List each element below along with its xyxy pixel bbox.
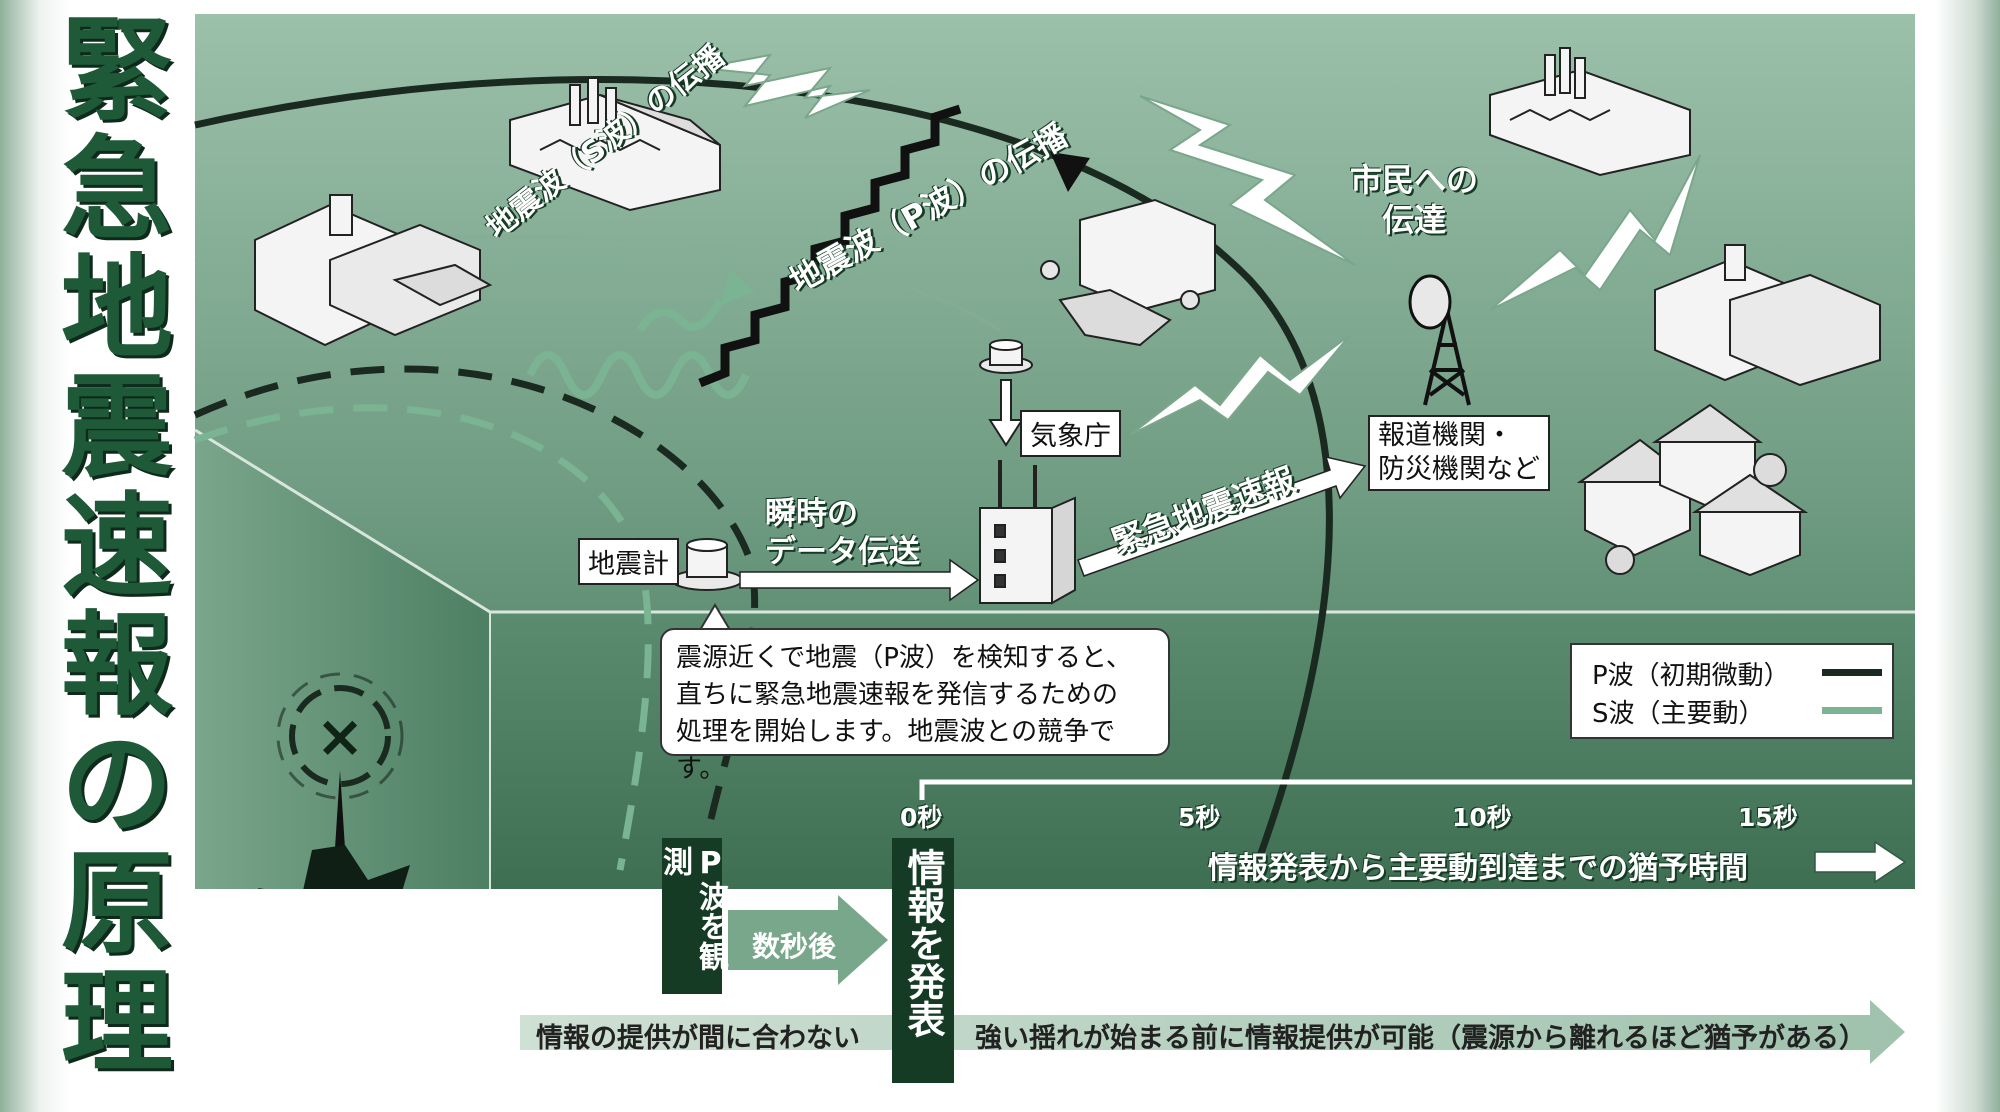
explanation-callout: 震源近くで地震（P波）を検知すると、 直ちに緊急地震速報を発信するための 処理を…	[660, 628, 1170, 784]
factory-icon	[509, 77, 721, 212]
p-wave-zigzag	[698, 104, 962, 388]
announce-box: 情報を発表	[892, 838, 954, 1083]
building-icon	[254, 194, 493, 347]
title-char: 緊	[61, 6, 173, 136]
callout-line1: 震源近くで地震（P波）を検知すると、	[676, 643, 1132, 673]
title-char: の	[61, 720, 173, 850]
grace-time-arrow	[1814, 840, 1907, 884]
citizens-label-line1: 市民への	[1350, 161, 1479, 199]
title-char: 速	[61, 482, 173, 612]
radio-tower-icon	[1408, 274, 1471, 406]
legend-p-wave-label: P波（初期微動）	[1592, 661, 1790, 691]
timeline-long-arrow	[520, 1000, 1905, 1064]
media-label-line2: 防災機関など	[1378, 454, 1540, 485]
building-icon	[1654, 244, 1881, 387]
title-char: 急	[61, 125, 173, 255]
few-seconds-label: 数秒後	[752, 930, 837, 963]
tick-15s: 15秒	[1738, 803, 1798, 832]
grace-time-label: 情報発表から主要動到達までの猶予時間	[1208, 851, 1748, 886]
factory-icon	[1489, 47, 1691, 177]
office-tower-icon	[1040, 198, 1216, 347]
jma-building-icon	[979, 460, 1076, 605]
earthquake-label: 地震 発生	[298, 920, 366, 1004]
lightning-icon	[1129, 334, 1351, 436]
svg-text:×: ×	[316, 702, 365, 770]
tick-0s: 0秒	[900, 803, 943, 832]
title-char: 原	[61, 839, 173, 969]
too-late-label: 情報の提供が間に合わない	[536, 1023, 860, 1054]
p-observed-box: P波を観測	[657, 838, 728, 994]
tick-10s: 10秒	[1452, 803, 1512, 832]
title-char: 報	[61, 601, 173, 731]
lightning-icon	[699, 53, 871, 119]
earthquake-label-line1: 地震	[298, 921, 366, 961]
title-char: 地	[61, 244, 173, 374]
citizens-label-line2: 伝達	[1382, 201, 1447, 239]
legend-s-wave-swatch	[1822, 707, 1882, 714]
instant-transfer-line1: 瞬時の	[765, 496, 858, 532]
media-label-line1: 報道機関・	[1378, 420, 1513, 451]
s-wave-arc-light	[193, 404, 652, 871]
jma-down-arrow	[988, 379, 1024, 447]
instant-transfer-label: 瞬時の データ伝送	[765, 495, 920, 571]
lightning-icon	[1139, 95, 1356, 266]
vertical-title: 緊急地震速報の原理	[52, 12, 182, 1083]
seismometer-label: 地震計	[578, 538, 679, 585]
legend-s-wave-label: S波（主要動）	[1592, 699, 1765, 729]
callout-line2: 直ちに緊急地震速報を発信するための	[676, 680, 1119, 710]
callout-line3: 処理を開始します。地震波との競争です。	[676, 717, 1116, 784]
earthquake-label-line2: 発生	[298, 963, 366, 1003]
legend: P波（初期微動） S波（主要動）	[1570, 643, 1894, 739]
ground-side-face	[195, 430, 490, 889]
tick-5s: 5秒	[1178, 803, 1221, 832]
p-observed-text: P波を観測	[657, 846, 728, 971]
media-label: 報道機関・ 防災機関など	[1368, 415, 1550, 491]
instant-transfer-line2: データ伝送	[765, 534, 920, 570]
data-transfer-arrow	[739, 558, 980, 602]
few-seconds-arrow	[728, 895, 888, 985]
lightning-icon	[1489, 154, 1701, 311]
possible-label: 強い揺れが始まる前に情報提供が可能（震源から離れるほど猶予がある）	[975, 1023, 1866, 1054]
eew-arrow	[1077, 455, 1367, 577]
jma-label: 気象庁	[1020, 410, 1121, 457]
announce-text: 情報を発表	[901, 848, 945, 1038]
legend-p-wave-swatch	[1822, 669, 1882, 676]
title-char: 理	[61, 958, 173, 1088]
houses-icon	[1576, 403, 1809, 577]
title-char: 震	[61, 363, 173, 493]
jma-signal-icon	[979, 339, 1033, 374]
citizens-label: 市民への 伝達	[1350, 160, 1478, 240]
